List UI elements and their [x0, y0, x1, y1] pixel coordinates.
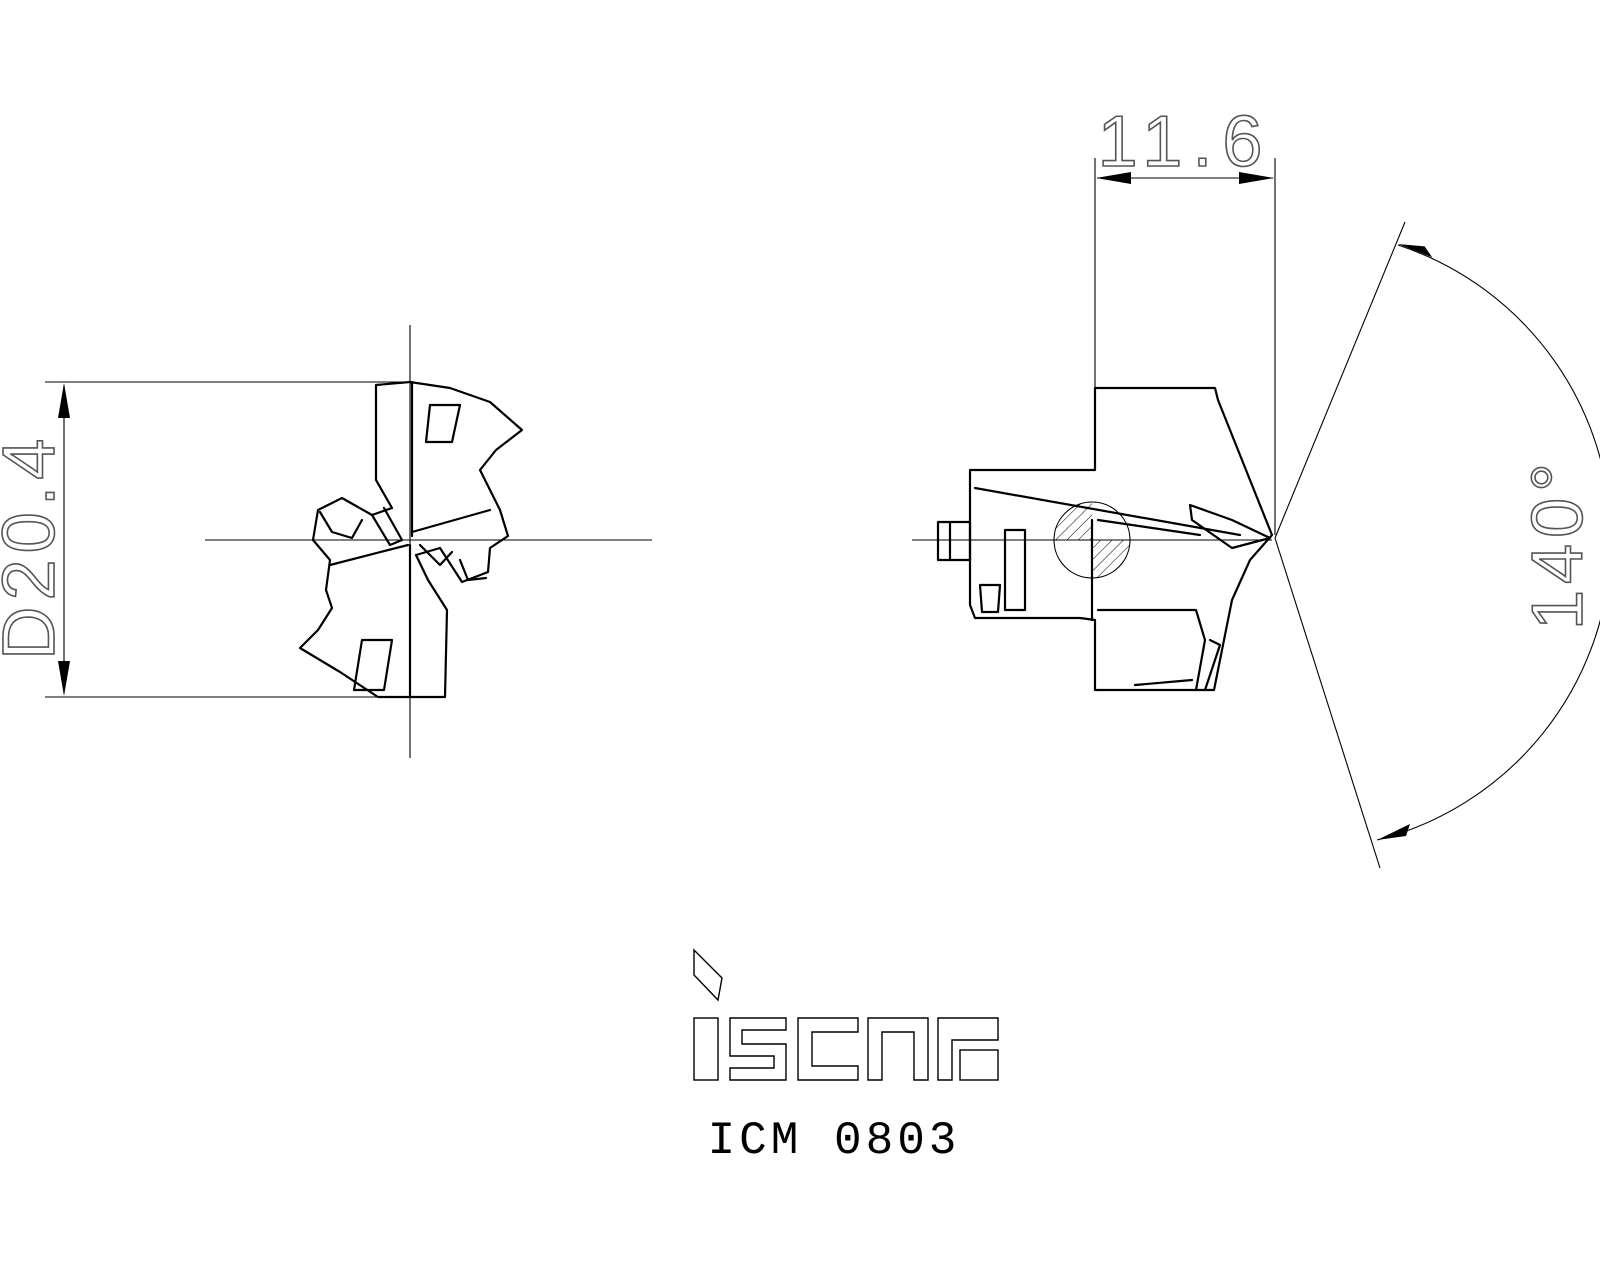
shank-stub	[936, 520, 972, 562]
iscar-logo: iscar	[693, 948, 999, 1101]
part-label: ICM 0803	[708, 1115, 961, 1167]
front-view: D20.4	[0, 325, 652, 758]
side-body-outline	[968, 386, 1274, 692]
logo-text: iscar	[845, 1099, 848, 1101]
diameter-label: D20.4	[0, 433, 70, 660]
angle-label: 140°	[1518, 457, 1598, 630]
angle-arc	[1376, 244, 1600, 841]
bottom-pocket	[352, 638, 394, 692]
length-label: 11.6	[1098, 102, 1273, 182]
side-view: 11.6 140°	[912, 101, 1600, 869]
drill-head-outline	[298, 380, 524, 699]
top-pocket	[424, 403, 462, 444]
